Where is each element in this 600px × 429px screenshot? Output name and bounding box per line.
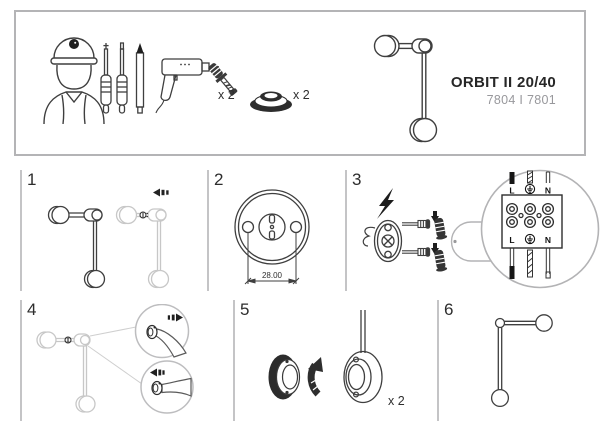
terminal-live-label-top: L: [509, 186, 514, 196]
live-wire-top: [509, 172, 515, 184]
step1-number: 1: [27, 170, 37, 189]
step4-number: 4: [27, 300, 37, 319]
step5-divider: [233, 300, 235, 421]
earth-wire-bottom: [527, 249, 533, 278]
assembled-lamp: [47, 205, 106, 289]
lamp-overview-drawing: [373, 34, 438, 143]
neutral-wire-top: [545, 171, 551, 183]
canopy-plate-side: [373, 219, 403, 263]
wall-plugs: [431, 211, 448, 272]
step5-qty-label: x 2: [388, 394, 405, 408]
step4-drawing: [36, 304, 194, 414]
joint-screw-icon: [139, 211, 148, 219]
mounting-screws: [402, 219, 431, 257]
turn-arrow-left-icon: [150, 368, 165, 377]
anchor-qty-label: x 2: [218, 88, 235, 102]
cover-disc-side: [268, 354, 301, 400]
exploded-lamp-ghost: [115, 205, 170, 289]
terminal-screws: [505, 202, 555, 229]
step6-drawing: [490, 314, 553, 408]
product-name: ORBIT II 20/40: [450, 74, 556, 91]
helmet-emblem: [69, 39, 79, 49]
earth-wire-top: [527, 170, 533, 184]
tighten-detail-top: [146, 313, 187, 358]
step2-divider: [207, 170, 209, 291]
step3-divider: [345, 170, 347, 291]
product-code: 7804 I 7801: [486, 93, 556, 107]
step5-drawing: x 2: [268, 310, 405, 408]
drill-hole-left: [241, 220, 255, 234]
joint-screw-icon: [64, 336, 72, 344]
lightning-bolt-icon: [377, 188, 394, 219]
mains-wire: [362, 226, 376, 247]
screw-anchor-icon: [208, 63, 238, 96]
step4-divider: [20, 300, 22, 421]
step1-divider: [20, 170, 22, 291]
step6-number: 6: [444, 300, 454, 319]
worker-icon: [43, 37, 105, 124]
screwdrivers-pencil-icon: [100, 42, 145, 114]
neutral-wire-bottom: [545, 248, 551, 279]
step2-drawing: 28.00: [234, 189, 310, 285]
hole-spacing-dimension: 28.00: [262, 271, 283, 280]
cover-disc-icon: [250, 91, 292, 112]
drill-hole-right: [289, 220, 303, 234]
terminal-live-label-bottom: L: [509, 235, 514, 245]
lamp-head-front: [343, 310, 383, 404]
wall-canopy-profile: [450, 221, 503, 262]
twist-arrow-icon: [307, 357, 323, 397]
step1-drawing: [47, 188, 170, 289]
lamp-ghost: [36, 331, 96, 413]
cover-qty-label: x 2: [293, 88, 310, 102]
insert-direction-arrow-icon: [153, 188, 169, 197]
terminal-neutral-label-top: N: [545, 186, 551, 196]
step6-divider: [437, 300, 439, 421]
package-contents-panel: x 2 x 2 ORBIT II 20/40: [14, 10, 586, 156]
step3-drawing: L N L: [362, 169, 600, 289]
live-wire-bottom: [509, 248, 515, 279]
finished-lamp: [490, 314, 553, 408]
zoom-connector-lines: [87, 326, 143, 385]
step2-number: 2: [214, 170, 224, 189]
earth-symbol-bottom: [524, 233, 536, 245]
dimension-lines: [244, 233, 300, 285]
step5-number: 5: [240, 300, 250, 319]
turn-arrow-right-icon: [167, 313, 183, 322]
mounting-plate-front: [234, 189, 310, 265]
earth-symbol-top: [524, 183, 536, 195]
terminal-block-detail: L N L: [501, 170, 563, 279]
tighten-detail-bottom: [150, 368, 192, 397]
pencil-tip: [136, 43, 144, 53]
terminal-neutral-label-bottom: N: [545, 235, 551, 245]
step3-number: 3: [352, 170, 362, 189]
